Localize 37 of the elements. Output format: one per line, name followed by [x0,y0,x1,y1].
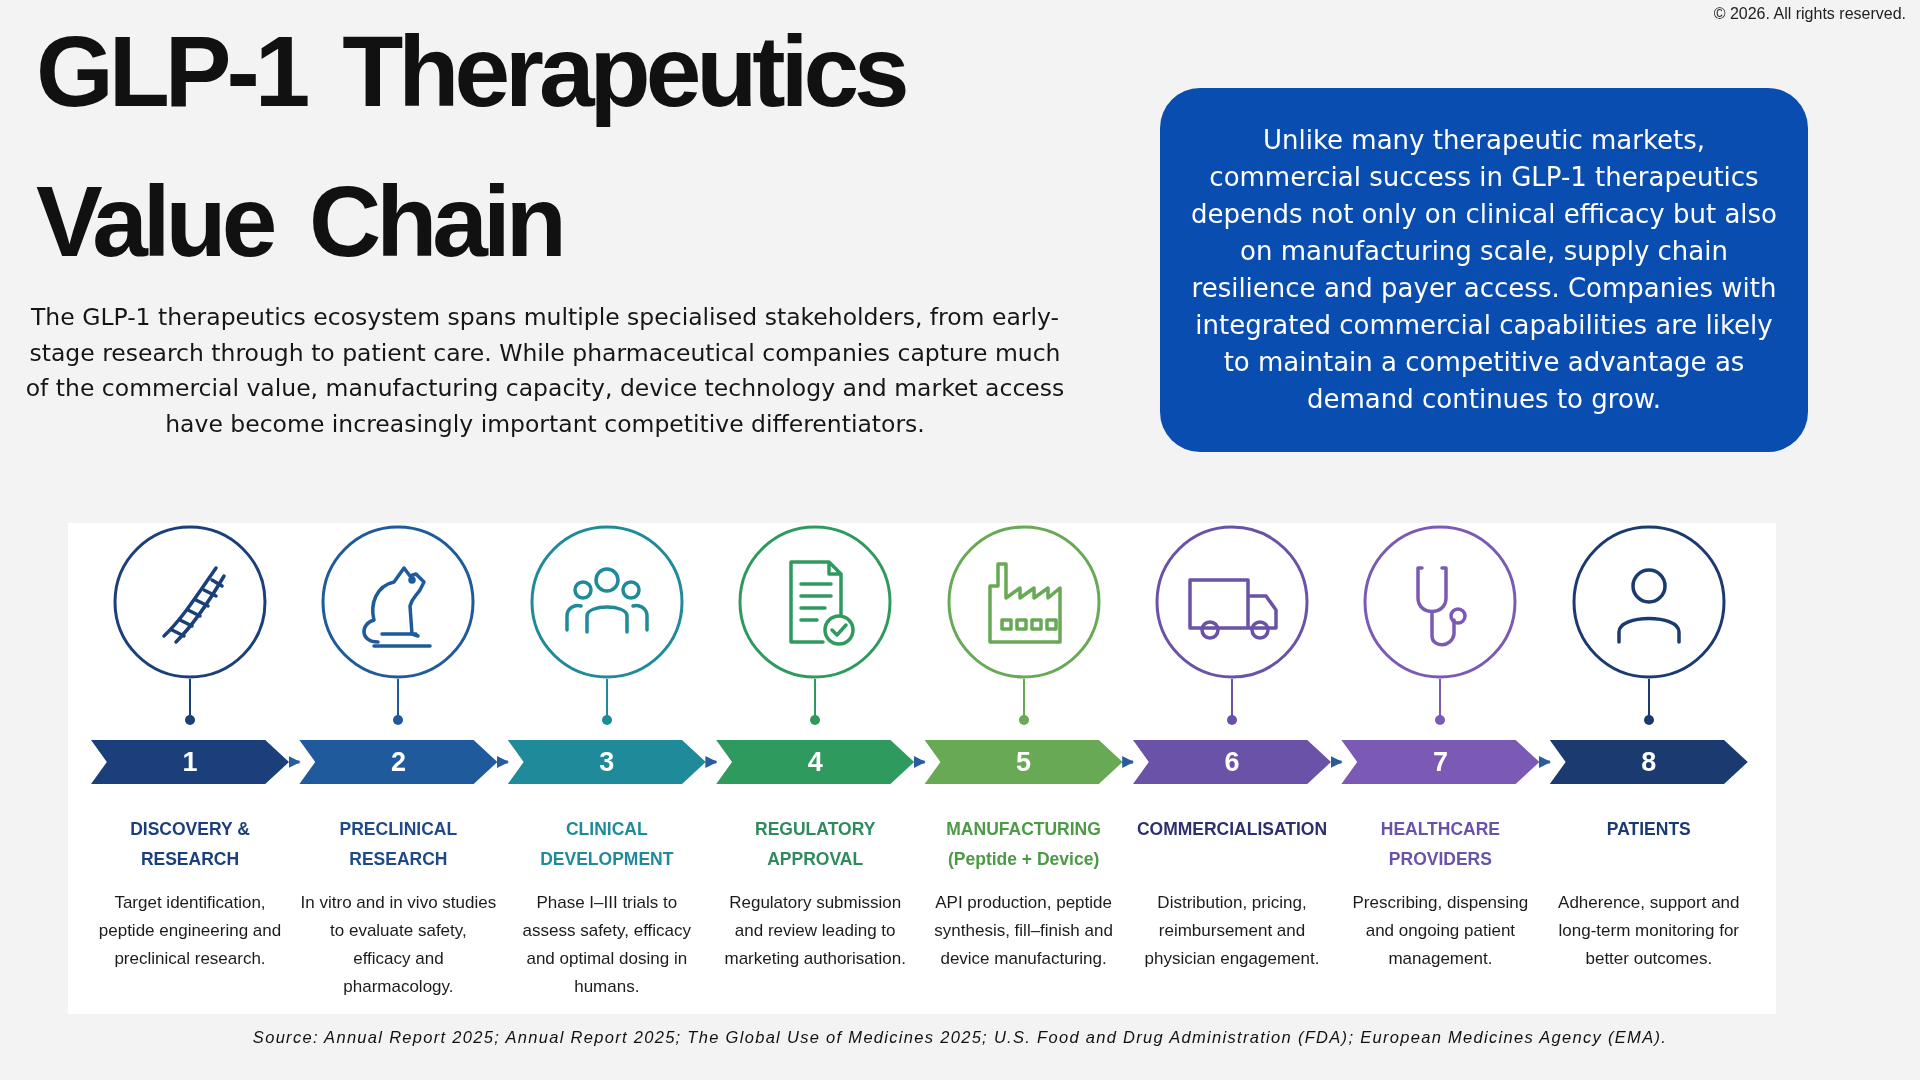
callout-panel [1160,88,1808,452]
arrow [1539,756,1551,768]
step-description: Prescribing, dispensing and ongoing patient management. [1351,892,1530,970]
arrow [705,756,718,768]
intro-paragraph: The GLP-1 therapeutics ecosystem spans multiple specialised stakeholders, from early-stage research through to patient care. While pharmaceutical companies capture much of the commercial value, manufacturing capacity, device technology and market access have become increasingly important competitive differentiators. [24,302,1066,440]
step-description: Adherence, support and long-term monitoring for better outcomes. [1557,892,1741,970]
step-heading: PATIENTS [1605,818,1692,841]
arrow [1122,756,1135,768]
arrow [1330,756,1343,768]
number-banner: 3 [507,740,706,784]
step-heading: CLINICAL DEVELOPMENT [539,818,675,871]
step-heading: PRECLINICAL RESEARCH [338,818,459,871]
number-banner: 8 [1549,740,1748,784]
step-description: Target identification, peptide engineering and preclinical research. [97,892,283,970]
copyright-note: © 2026. All rights reserved. [1713,5,1906,23]
step-description: Regulatory submission and review leading to marketing authorisation. [723,892,907,970]
step-heading: REGULATORY APPROVAL [754,818,877,871]
step-description: Distribution, pricing, reimbursement and physician engagement. [1143,892,1321,970]
number-banner: 2 [299,740,498,784]
number-banner: 4 [716,740,915,784]
step-heading: DISCOVERY & RESEARCH [129,818,251,871]
step-description: Phase I–III trials to assess safety, efficacy and optimal dosing in humans. [521,892,693,998]
step-heading: MANUFACTURING (Peptide + Device) [945,818,1102,871]
number-banner: 5 [924,740,1123,784]
number-banner: 7 [1341,740,1540,784]
step-heading: HEALTHCARE PROVIDERS [1379,818,1501,871]
arrow [913,756,926,768]
source-note: Source: Annual Report 2025; Annual Report 2025; The Global Use of Medicines 2025; U.S. Food and Drug Administration (FDA); European Medicines Agency (EMA). [251,1027,1669,1048]
callout-text: Unlike many therapeutic markets, commercial success in GLP-1 therapeutics depends not only on clinical efficacy but also on manufacturing scale, supply chain resilience and payer access. Companies with integrated commercial capabilities are likely to maintain a competitive advantage as demand continues to grow. [1189,124,1779,416]
title: GLP-1 Therapeutics Value Chain [36,14,907,279]
arrow [497,756,509,768]
arrow [288,756,301,768]
number-banner: 1 [91,740,289,784]
number-banner: 6 [1133,740,1331,784]
step-description: API production, peptide synthesis, fill–finish and device manufacturing. [933,892,1114,970]
step-description: In vitro and in vivo studies to evaluate safety, efficacy and pharmacology. [299,892,498,998]
step-heading: COMMERCIALISATION [1135,818,1329,841]
